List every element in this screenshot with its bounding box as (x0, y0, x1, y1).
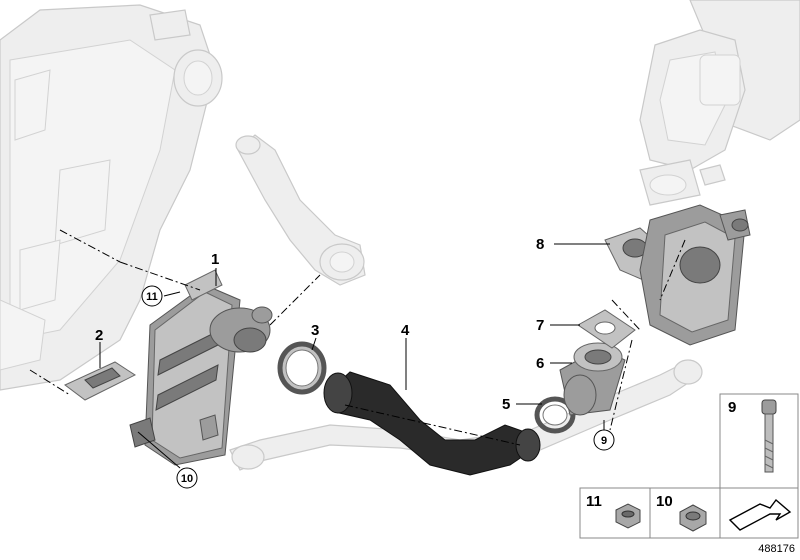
leader-lines (29, 229, 686, 469)
legend-item-10-label: 10 (656, 493, 673, 510)
upper-coolant-hose-ghost (235, 134, 366, 286)
callout-9: 9 (601, 435, 607, 447)
hose-clamp-3 (277, 341, 327, 395)
callout-11: 11 (146, 291, 158, 303)
callout-10: 10 (181, 473, 193, 485)
hex-nut-icon (615, 503, 641, 529)
legend-item-11-box: 11 (579, 487, 651, 539)
callout-7: 7 (536, 317, 544, 334)
pipe-adapter (559, 342, 626, 416)
legend-arrow-box (719, 487, 799, 539)
egr-valve (604, 204, 751, 346)
callout-4: 4 (401, 322, 410, 339)
diagram-reference-number: 488176 (758, 543, 795, 555)
legend-item-9-label: 9 (728, 399, 736, 416)
gasket-plate (64, 361, 137, 401)
callout-1: 1 (211, 251, 219, 268)
direction-arrow-icon (728, 498, 792, 531)
legend-item-11-label: 11 (586, 493, 602, 510)
callout-8: 8 (536, 236, 544, 253)
callout-9-circle (593, 429, 615, 451)
callout-3: 3 (311, 322, 319, 339)
legend-item-10-box: 10 (649, 487, 721, 539)
legend-item-9-box: 9 (719, 393, 799, 489)
callout-2: 2 (95, 327, 103, 344)
engine-block-ghost (0, 4, 223, 391)
callout-11-circle (141, 285, 163, 307)
callout-5: 5 (502, 396, 510, 413)
flange-gasket (577, 309, 636, 349)
egr-cooler (129, 269, 273, 466)
callout-10-circle (176, 467, 198, 489)
flange-nut-icon (679, 504, 707, 532)
callout-6: 6 (536, 355, 544, 372)
turbocharger-ghost (639, 0, 800, 206)
coolant-hose-main (323, 371, 541, 476)
bolt-icon (761, 399, 777, 473)
